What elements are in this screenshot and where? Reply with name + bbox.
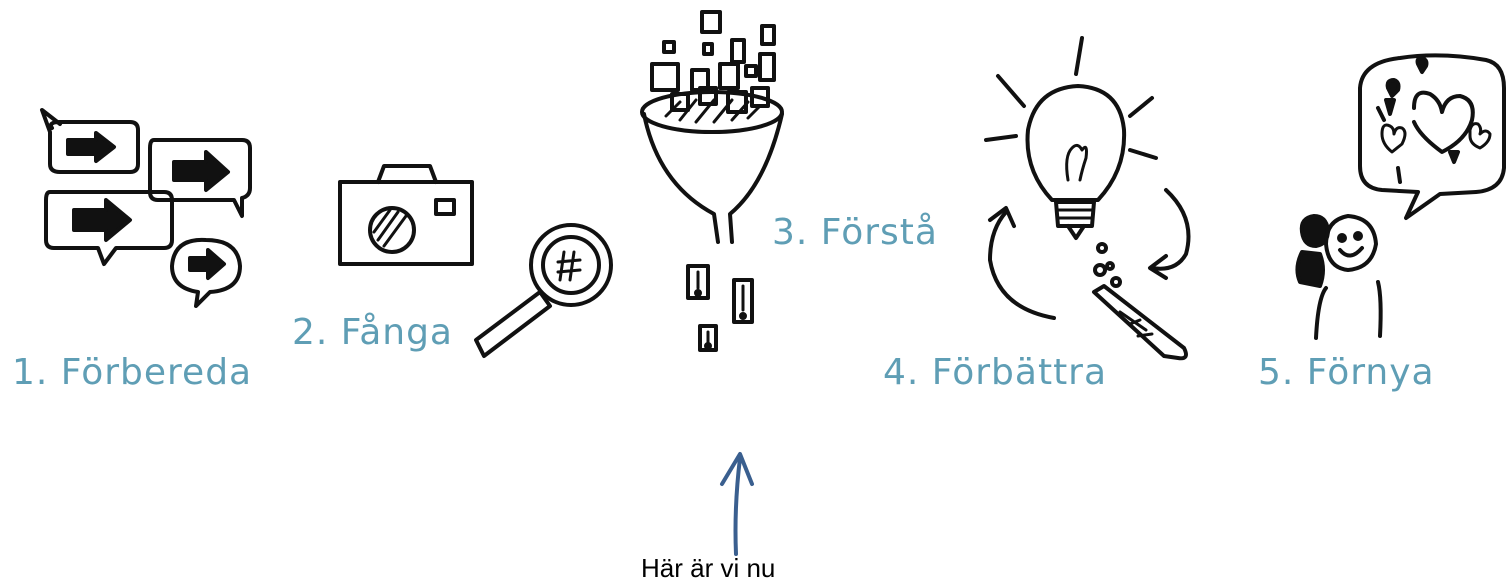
- step-label-fanga: 2. Fånga: [292, 312, 453, 353]
- funnel-icon: [640, 10, 784, 352]
- step-label-fornya: 5. Förnya: [1258, 352, 1435, 393]
- step-label-forbereda: 1. Förbereda: [12, 352, 253, 393]
- up-arrow-icon: [720, 452, 754, 556]
- step-label-forbattra: 4. Förbättra: [883, 352, 1108, 393]
- camera-magnifier-icon: [338, 164, 613, 358]
- current-position-note: Här är vi nu: [641, 553, 776, 583]
- people-hearts-bubble-icon: [1295, 53, 1506, 340]
- step-label-forsta: 3. Förstå: [772, 212, 938, 253]
- lightbulb-test-tube-icon: [984, 36, 1191, 361]
- speech-bubbles-arrows-icon: [40, 108, 252, 308]
